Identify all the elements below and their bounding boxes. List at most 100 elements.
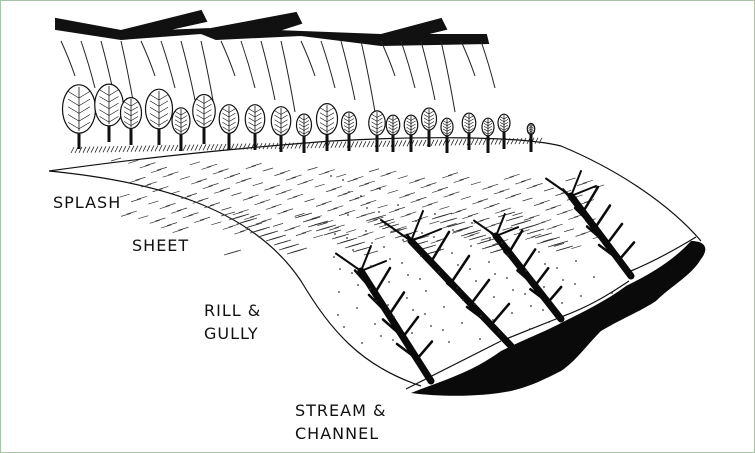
hatch-stroke: [392, 227, 408, 233]
hatch-stroke: [482, 186, 493, 190]
tree-vein: [428, 114, 435, 118]
hatch-stroke: [414, 177, 426, 182]
stipple-dot: [347, 214, 349, 216]
tree-vein: [180, 119, 188, 124]
gully-branch: [360, 245, 372, 272]
tree-vein: [203, 103, 212, 110]
hatch-stroke: [563, 228, 575, 233]
rain-streak: [80, 40, 96, 89]
tree-vein: [499, 124, 505, 128]
stipple-dot: [494, 273, 496, 275]
stipple-dot: [369, 288, 371, 290]
hatch-stroke: [406, 211, 417, 216]
stipple-dot: [407, 274, 409, 276]
hatch-stroke: [235, 179, 246, 184]
hatch-stroke: [337, 193, 348, 197]
hatch-stroke: [389, 209, 400, 213]
stipple-dot: [425, 290, 427, 292]
tree-vein: [326, 112, 335, 118]
stipple-dot: [330, 175, 332, 177]
tree-vein: [428, 124, 435, 129]
tree-vein: [468, 121, 474, 126]
tree: [218, 104, 240, 150]
grass-blade: [338, 141, 343, 148]
hatch-stroke: [505, 195, 516, 200]
hatch-stroke: [443, 193, 454, 198]
hatch-stroke: [503, 176, 514, 180]
hatch-stroke: [261, 218, 272, 223]
tree-vein: [99, 102, 110, 110]
tree-vein: [228, 108, 236, 113]
hatch-stroke: [356, 214, 367, 219]
hatch-stroke: [321, 200, 332, 205]
hatch-stroke: [437, 212, 453, 218]
tree-vein: [410, 130, 416, 134]
hatch-stroke: [276, 239, 292, 245]
hatch-stroke: [363, 231, 374, 236]
tree-vein: [196, 114, 205, 120]
tree-vein: [487, 120, 493, 124]
gully-branch: [387, 291, 406, 317]
stipple-dot: [433, 236, 435, 238]
gully-branch: [469, 278, 491, 306]
tree-vein: [280, 123, 288, 129]
tree-vein: [180, 127, 188, 133]
hatch-stroke: [422, 203, 433, 208]
stipple-dot: [439, 248, 441, 250]
hatch-stroke: [410, 199, 421, 203]
tree-vein: [343, 118, 350, 122]
tree-vein: [464, 124, 470, 129]
tree: [192, 93, 216, 144]
stipple-dot: [489, 238, 491, 240]
tree-vein: [174, 115, 182, 120]
hatch-stroke: [439, 206, 450, 210]
hatch-stroke: [245, 165, 256, 170]
tree-vein: [371, 129, 378, 134]
stipple-dot: [507, 254, 509, 256]
hatch-stroke: [224, 175, 235, 180]
tree: [497, 113, 511, 149]
hatch-stroke: [370, 187, 381, 192]
tree-vein: [446, 131, 452, 135]
grass-blade: [414, 139, 419, 147]
hatch-stroke: [368, 168, 380, 173]
grass-blade: [318, 141, 323, 149]
tree-vein: [149, 100, 160, 107]
hatch-stroke: [307, 166, 318, 171]
stipple-dot: [375, 300, 377, 302]
gully-branch: [449, 254, 471, 285]
hatch-stroke: [244, 216, 255, 220]
gully-branch: [360, 260, 387, 272]
hatch-stroke: [344, 209, 355, 214]
tree-vein: [158, 94, 169, 101]
grass-blade: [98, 146, 103, 153]
hatch-stroke: [355, 246, 371, 252]
tree-vein: [348, 121, 355, 126]
grass-blade: [150, 145, 155, 152]
tree-vein: [487, 123, 493, 127]
tree-vein: [499, 116, 505, 120]
grass-blade: [82, 146, 87, 153]
hatch-stroke: [493, 190, 504, 195]
hatch-stroke: [313, 234, 324, 239]
tree-vein: [530, 126, 534, 129]
gully-branch: [410, 210, 424, 242]
hatch-stroke: [373, 216, 384, 221]
stipple-dot: [401, 262, 403, 264]
hatch-stroke: [376, 185, 387, 190]
grass-blade: [330, 141, 335, 148]
hatch-stroke: [264, 186, 275, 191]
hatch-stroke: [231, 192, 242, 196]
hatch-stroke: [471, 234, 487, 240]
hatch-stroke: [469, 232, 480, 236]
tree-vein: [280, 119, 288, 124]
tree-vein: [274, 119, 282, 124]
tree-vein: [108, 96, 119, 103]
hatch-stroke: [520, 178, 532, 183]
hatch-stroke: [473, 219, 484, 224]
hatch-stroke: [371, 214, 387, 220]
tree-vein: [406, 117, 412, 121]
grass-blade: [106, 146, 111, 153]
hatch-stroke: [119, 193, 130, 198]
hatch-stroke: [533, 202, 545, 206]
